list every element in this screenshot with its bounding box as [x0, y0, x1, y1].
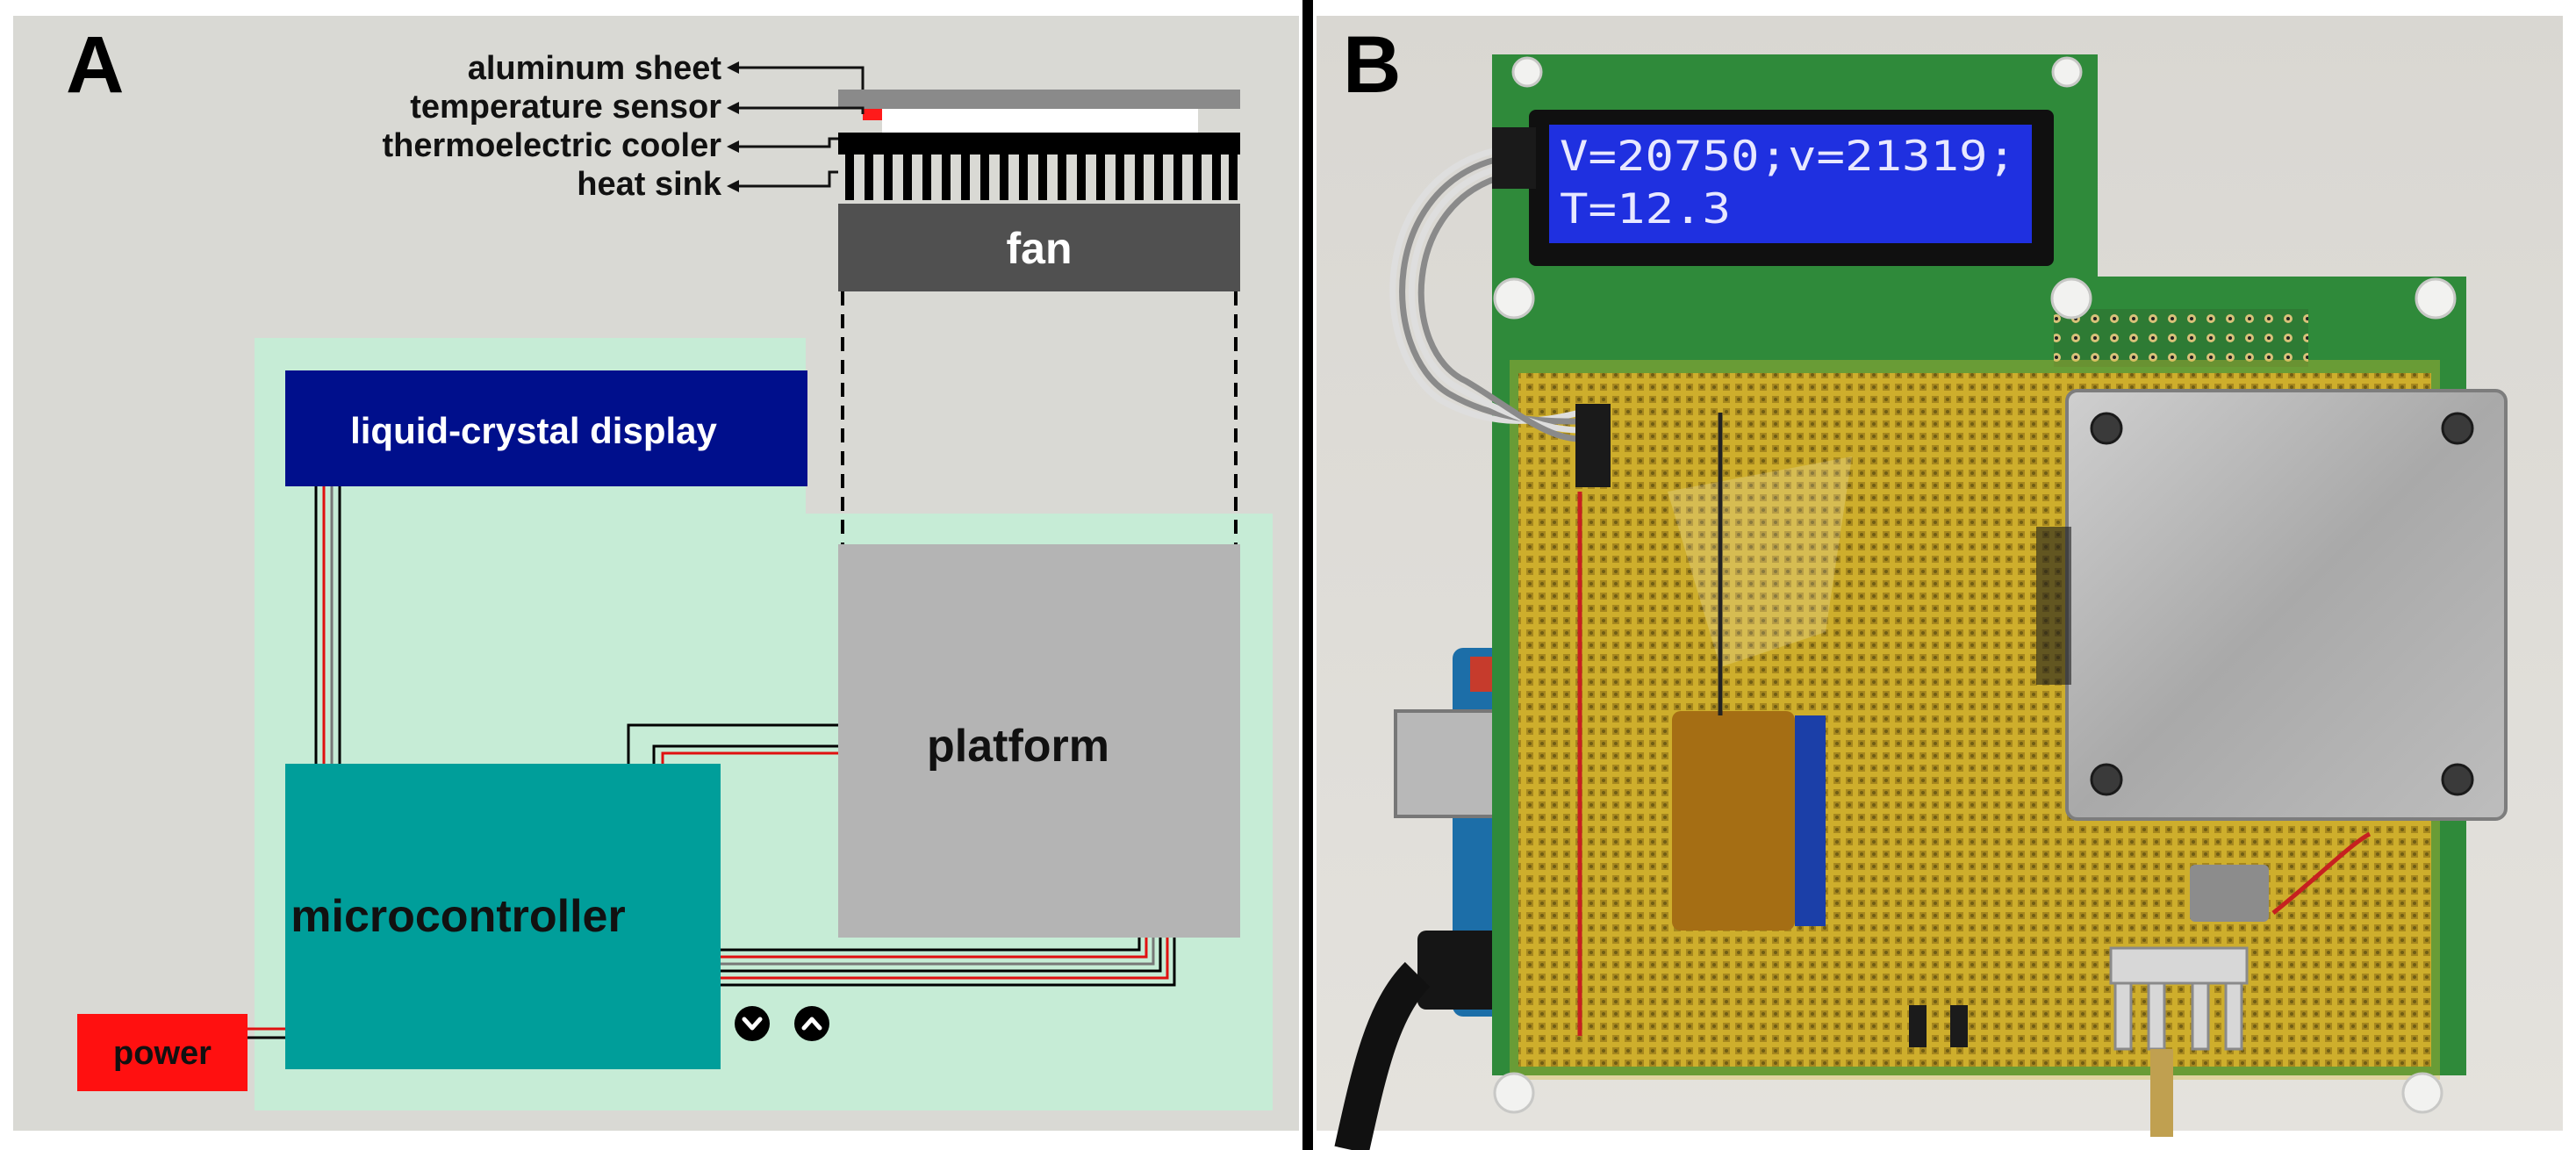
aluminum-platform-plate — [2065, 389, 2508, 821]
lcd-line-2: T=12.3 — [1560, 185, 1731, 234]
power-label: power — [113, 1035, 212, 1072]
label-thermoelectric-cooler: thermoelectric cooler — [383, 127, 722, 164]
platform-block — [838, 544, 1240, 938]
platform-label: platform — [927, 721, 1109, 772]
lcd-block — [285, 370, 807, 486]
trimmer-pot — [2190, 865, 2269, 922]
sensor-module — [1672, 711, 1795, 931]
tactile-buttons — [1909, 1005, 1968, 1047]
kapton-sheen — [1668, 456, 1852, 667]
arrow-aluminum-sheet — [737, 66, 865, 90]
label-arrows — [737, 66, 865, 188]
power-block — [77, 1014, 248, 1091]
sensor-gap — [882, 109, 1198, 133]
arrow-thermoelectric-cooler — [737, 137, 838, 148]
label-aluminum-sheet: aluminum sheet — [468, 50, 722, 87]
arrow-heat-sink — [737, 170, 838, 188]
power-jack — [1417, 931, 1514, 1010]
aluminum-sheet — [838, 90, 1240, 109]
wires-mcu-to-platform-upper — [627, 723, 838, 764]
button-up-icon — [794, 1006, 829, 1041]
regulator-heatsink — [2109, 946, 2249, 1051]
label-temperature-sensor: temperature sensor — [410, 89, 721, 126]
panel-a: A fan aluminum sheet — [13, 16, 1299, 1131]
ribbon-cable — [1389, 146, 1581, 442]
thermoelectric-cooler — [838, 133, 1240, 147]
button-down-icon — [735, 1006, 770, 1041]
microcontroller-label: microcontroller — [291, 891, 625, 942]
label-heat-sink: heat sink — [577, 166, 722, 203]
header-holes — [2054, 309, 2308, 367]
lcd-block-label: liquid-crystal display — [350, 410, 717, 451]
potentiometer-shaft — [2150, 1049, 2173, 1137]
arrow-temperature-sensor — [737, 106, 865, 114]
wires-lcd-to-mcu — [314, 486, 341, 764]
standoffs — [1493, 56, 2457, 1114]
heat-sink — [838, 147, 1240, 200]
stack-label-group: aluminum sheet temperature sensor thermo… — [383, 50, 722, 203]
temperature-sensor — [863, 109, 882, 120]
lcd-line-1: V=20750;v=21319; — [1560, 133, 2016, 181]
lcd-screen — [1549, 125, 2032, 243]
fan-label: fan — [1007, 224, 1073, 273]
wires-power-to-mcu — [248, 1027, 285, 1039]
fan-block — [838, 204, 1240, 291]
ribbon-header — [1575, 404, 1611, 487]
plate-screws — [2090, 412, 2474, 796]
panel-a-letter: A — [66, 20, 124, 110]
wires-mcu-to-platform-lower — [721, 938, 1176, 987]
power-cable — [1334, 961, 1431, 1150]
microcontroller-block — [285, 764, 721, 1069]
panel-divider — [1302, 0, 1313, 1150]
arrowheads — [727, 61, 739, 192]
pin-header-strip — [1795, 715, 1826, 926]
panel-b: V=20750;v=21319; T=12.3 — [1317, 16, 2563, 1150]
usb-connector — [1394, 709, 1511, 818]
panel-b-letter: B — [1343, 20, 1401, 110]
red-wire-right — [2271, 831, 2371, 915]
ribbon-connector — [1492, 127, 1536, 189]
tec-leads — [2036, 527, 2071, 685]
